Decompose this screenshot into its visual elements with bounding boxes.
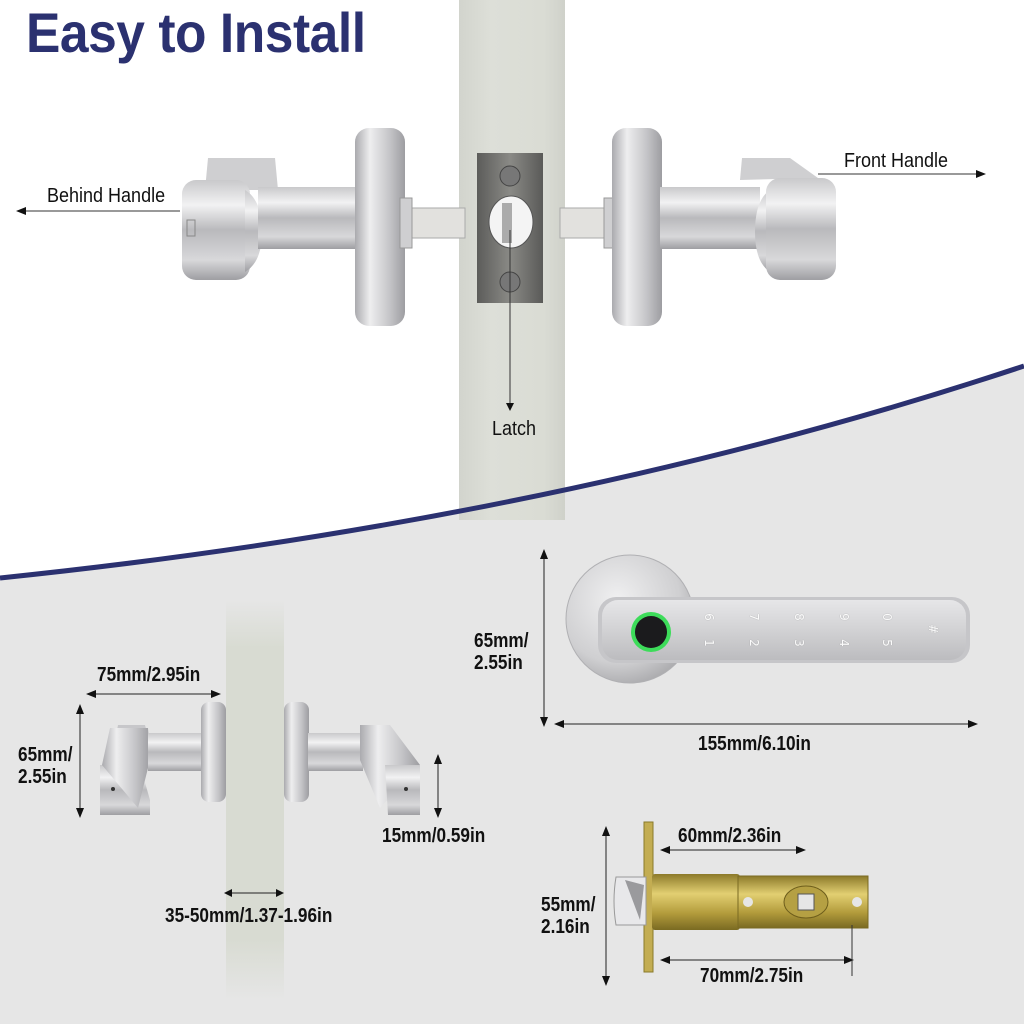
behind-handle-label: Behind Handle (47, 185, 166, 207)
lock-height-in: 2.55in (474, 652, 523, 674)
front-handle-label: Front Handle (844, 150, 949, 172)
door-edge-bottom (226, 600, 284, 1000)
latch-height-in: 2.16in (541, 916, 590, 938)
handle-height-in: 2.55in (18, 766, 67, 788)
latch-height-mm: 55mm/ (541, 894, 596, 916)
handle-depth-dim: 15mm/0.59in (382, 825, 486, 847)
lock-height-mm: 65mm/ (474, 630, 529, 652)
latch-label: Latch (492, 418, 537, 440)
handle-height-mm: 65mm/ (18, 744, 73, 766)
backset-60-dim: 60mm/2.36in (678, 825, 782, 847)
handle-length-dim: 75mm/2.95in (97, 664, 201, 686)
lock-width-dim: 155mm/6.10in (698, 733, 811, 755)
page-title: Easy to Install (26, 1, 366, 64)
backset-70-dim: 70mm/2.75in (700, 965, 804, 987)
door-thickness-dim: 35-50mm/1.37-1.96in (165, 905, 333, 927)
